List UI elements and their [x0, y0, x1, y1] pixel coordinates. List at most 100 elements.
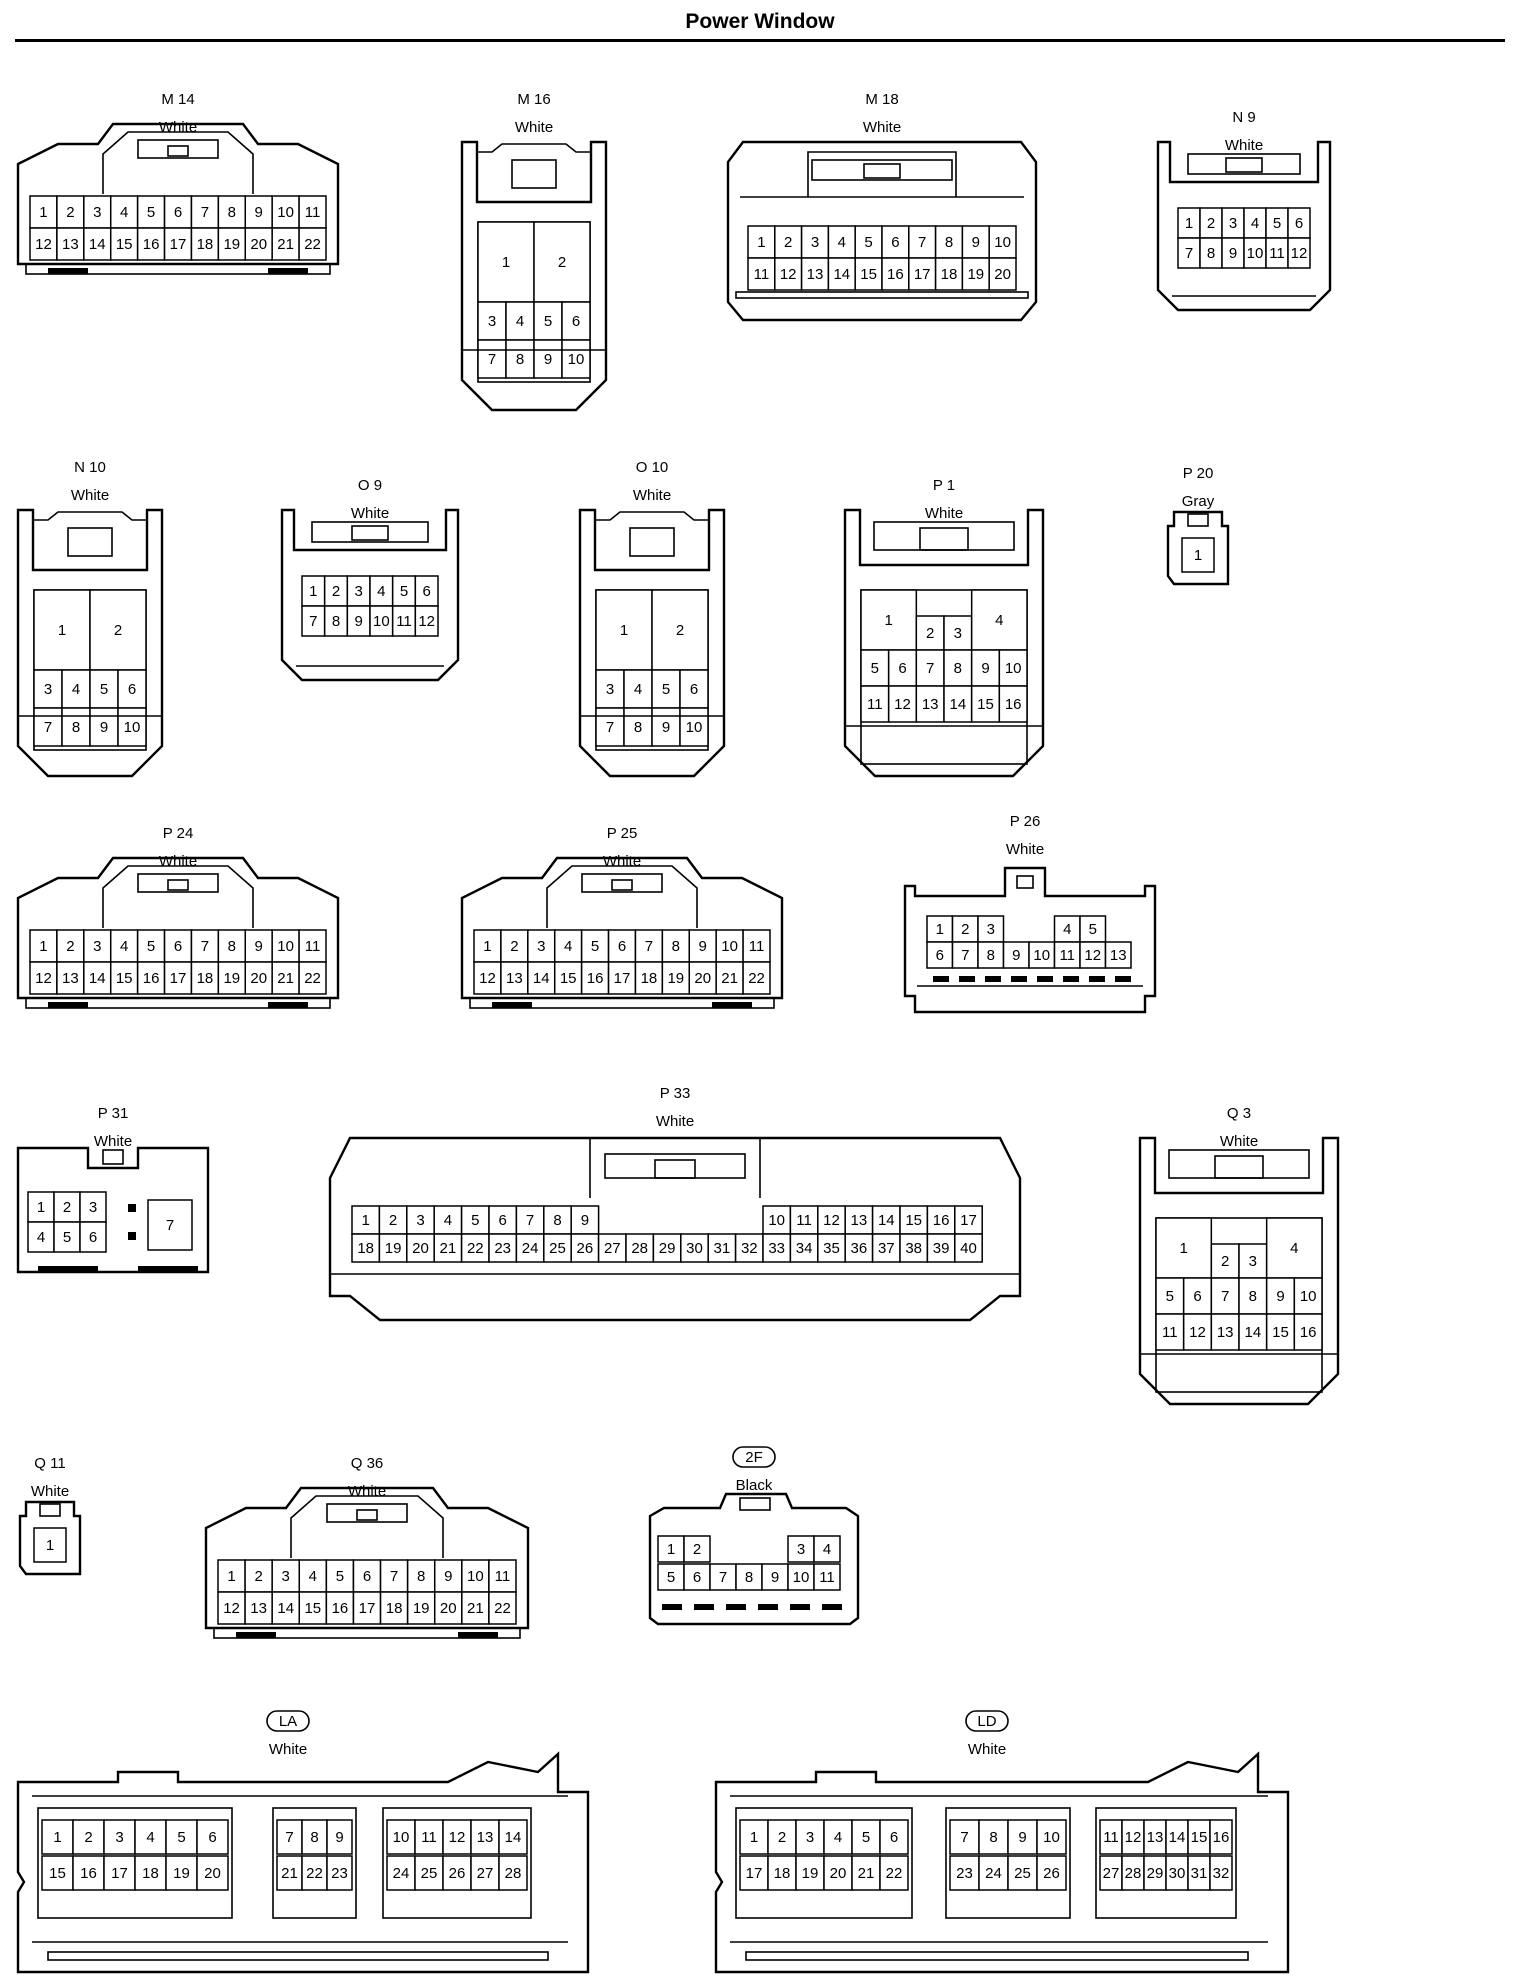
connector-color: White	[863, 119, 901, 136]
svg-text:7: 7	[526, 1212, 534, 1229]
svg-text:8: 8	[310, 1829, 318, 1846]
pin-14: 14	[871, 1205, 901, 1235]
svg-text:14: 14	[89, 970, 106, 987]
pin-19: 19	[661, 961, 691, 995]
connector-id: Q 3	[1227, 1105, 1251, 1122]
pin-14: 14	[943, 685, 973, 723]
pin-3: 3	[346, 575, 371, 607]
svg-text:18: 18	[197, 970, 214, 987]
pin-20: 20	[823, 1855, 853, 1891]
connector-color: White	[633, 487, 671, 504]
pin-10: 10	[1243, 237, 1267, 269]
pin-19: 19	[217, 227, 247, 261]
pin-1: 1	[595, 589, 653, 671]
svg-text:1: 1	[1185, 215, 1193, 232]
pin-1: 1	[29, 929, 58, 963]
svg-text:21: 21	[277, 970, 294, 987]
pin-2: 2	[56, 195, 85, 229]
svg-text:25: 25	[1014, 1865, 1031, 1882]
pin-7: 7	[190, 195, 220, 229]
svg-text:5: 5	[147, 204, 155, 221]
pin-1: 1	[41, 1819, 74, 1855]
svg-text:21: 21	[721, 970, 738, 987]
svg-text:5: 5	[336, 1568, 344, 1585]
svg-text:10: 10	[1247, 245, 1264, 262]
svg-text:18: 18	[941, 266, 958, 283]
pin-2: 2	[951, 915, 979, 943]
pin-5: 5	[851, 1819, 881, 1855]
pin-6: 6	[163, 929, 193, 963]
svg-text:7: 7	[606, 719, 614, 736]
svg-text:14: 14	[89, 236, 106, 253]
svg-text:6: 6	[208, 1829, 216, 1846]
svg-text:13: 13	[477, 1829, 494, 1846]
pin-5: 5	[651, 669, 681, 709]
svg-text:1: 1	[53, 1829, 61, 1846]
svg-text:15: 15	[49, 1865, 66, 1882]
svg-text:5: 5	[1166, 1288, 1174, 1305]
pin-15: 15	[553, 961, 583, 995]
pin-5: 5	[657, 1563, 685, 1591]
pin-26: 26	[570, 1233, 600, 1263]
svg-text:32: 32	[1213, 1865, 1230, 1882]
connector-id-badge	[732, 1446, 776, 1468]
svg-text:3: 3	[416, 1212, 424, 1229]
pin-13: 13	[915, 685, 945, 723]
pin-2: 2	[89, 589, 147, 671]
svg-text:4: 4	[1290, 1240, 1298, 1257]
pin-10: 10	[369, 605, 394, 637]
pin-14: 14	[271, 1591, 301, 1625]
pin-18: 18	[351, 1233, 381, 1263]
pin-9: 9	[1221, 237, 1245, 269]
pin-1: 1	[473, 929, 502, 963]
pin-9: 9	[1007, 1819, 1038, 1855]
pin-6: 6	[352, 1559, 382, 1593]
connector-id: 2F	[745, 1449, 763, 1466]
pin-8: 8	[934, 225, 964, 259]
pin-23: 23	[488, 1233, 518, 1263]
pin-25: 25	[543, 1233, 572, 1263]
pin-10: 10	[461, 1559, 490, 1593]
pin-18: 18	[767, 1855, 797, 1891]
svg-text:6: 6	[363, 1568, 371, 1585]
svg-text:2: 2	[63, 1199, 71, 1216]
svg-text:4: 4	[309, 1568, 317, 1585]
pin-28: 28	[1121, 1855, 1145, 1891]
svg-text:10: 10	[568, 351, 585, 368]
pin-15: 15	[899, 1205, 929, 1235]
svg-text:19: 19	[967, 266, 984, 283]
svg-text:9: 9	[335, 1829, 343, 1846]
svg-text:3: 3	[797, 1541, 805, 1558]
pin-7: 7	[477, 339, 507, 379]
pin-22: 22	[488, 1591, 517, 1625]
pin-19: 19	[961, 257, 990, 291]
pin-12: 12	[774, 257, 803, 291]
svg-text:2: 2	[66, 938, 74, 955]
pin-16: 16	[881, 257, 910, 291]
svg-text:2: 2	[961, 921, 969, 938]
pin-1: 1	[1177, 207, 1201, 239]
svg-text:7: 7	[961, 947, 969, 964]
svg-text:6: 6	[174, 204, 182, 221]
svg-text:15: 15	[977, 696, 994, 713]
pin-4: 4	[823, 1819, 853, 1855]
pin-21: 21	[433, 1233, 463, 1263]
svg-text:12: 12	[780, 266, 797, 283]
pin-8: 8	[978, 1819, 1009, 1855]
pin-7: 7	[301, 605, 326, 637]
svg-text:22: 22	[306, 1865, 323, 1882]
svg-text:16: 16	[587, 970, 604, 987]
pin-7: 7	[515, 1205, 545, 1235]
svg-text:12: 12	[223, 1600, 240, 1617]
svg-text:16: 16	[1005, 696, 1022, 713]
svg-text:8: 8	[945, 234, 953, 251]
svg-text:4: 4	[146, 1829, 154, 1846]
pin-10: 10	[998, 649, 1028, 687]
connector-color: White	[348, 1483, 386, 1500]
pin-2: 2	[683, 1535, 711, 1563]
pin-4: 4	[970, 589, 1028, 651]
